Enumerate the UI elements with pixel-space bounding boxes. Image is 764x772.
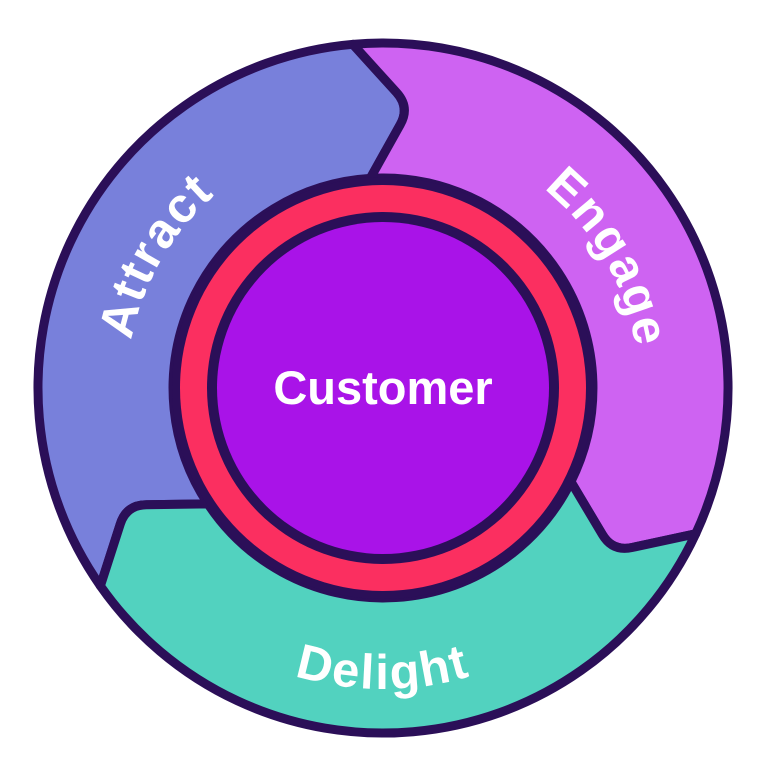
center-circle: [217, 222, 549, 554]
center-label: Customer: [273, 361, 492, 414]
